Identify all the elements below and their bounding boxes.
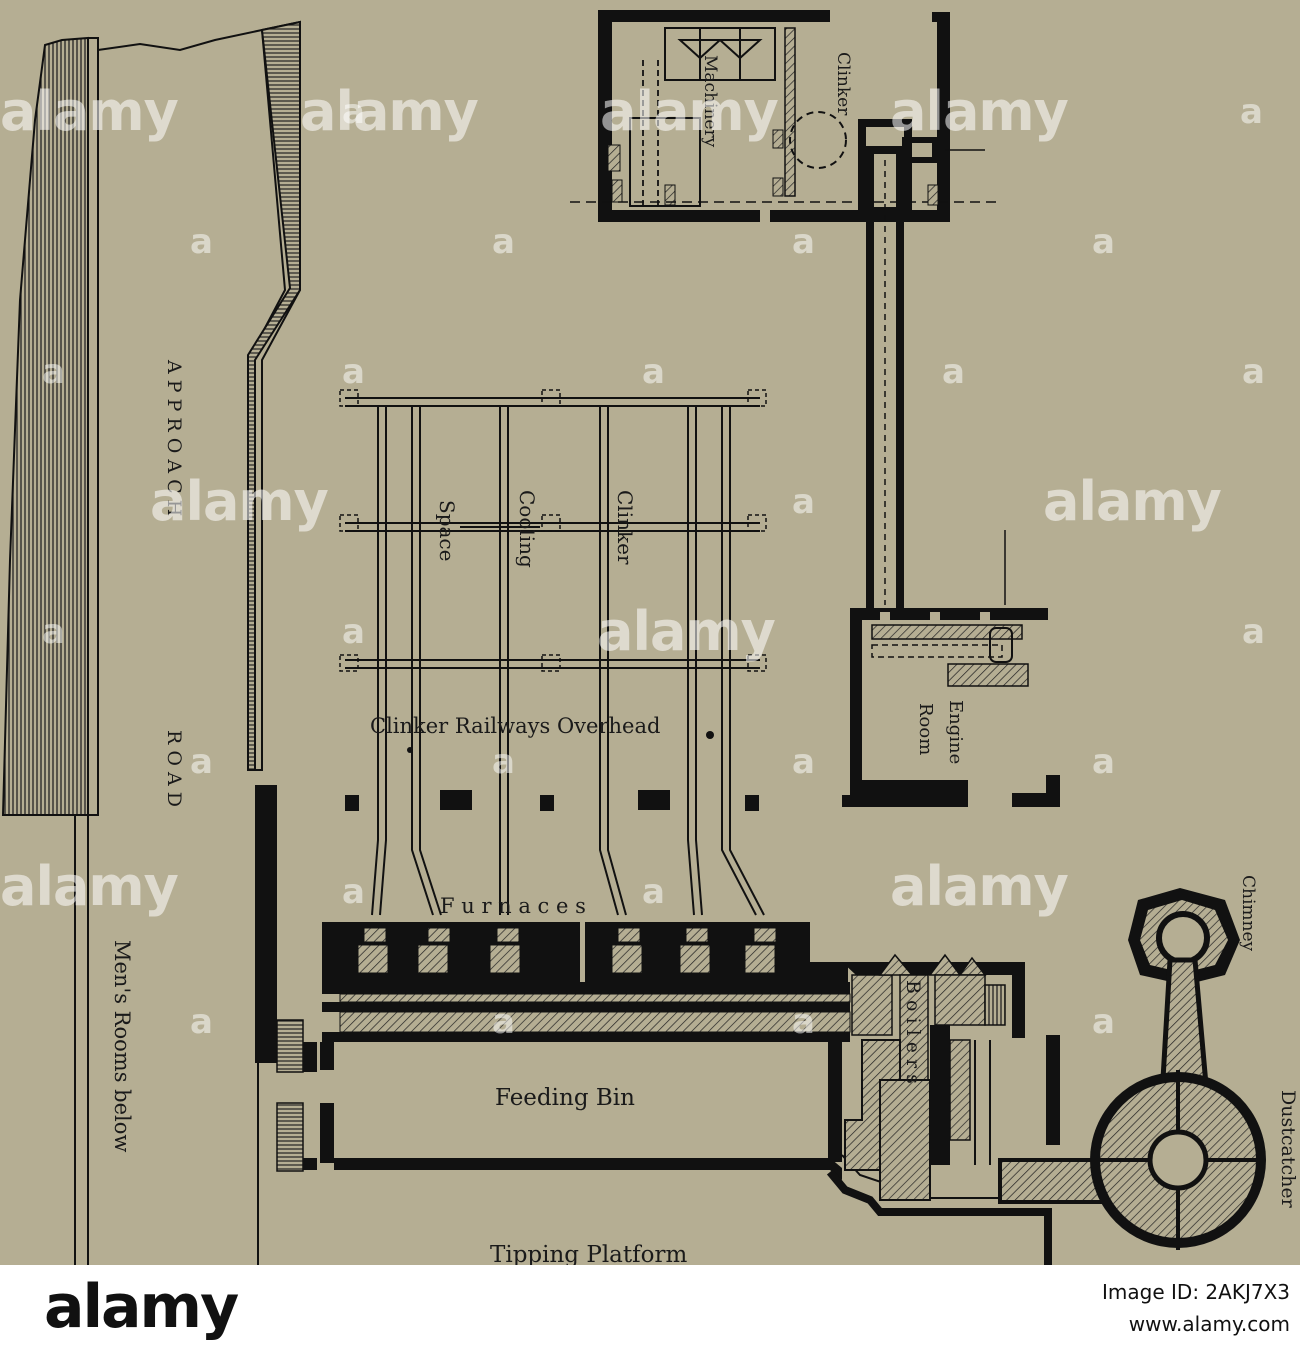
watermark: a <box>1242 352 1265 392</box>
label-clinker-cooling: Clinker <box>613 490 637 565</box>
watermark: a <box>1092 222 1115 262</box>
watermark: alamy <box>890 855 1069 918</box>
watermark: a <box>1240 92 1263 132</box>
hopper-wall <box>303 1042 317 1072</box>
label-engine: Engine <box>945 700 966 764</box>
label-tipping-platform: Tipping Platform <box>490 1242 687 1265</box>
label-room: Room <box>915 703 936 755</box>
label-machinery: Machinery <box>700 55 720 148</box>
watermark: a <box>642 352 665 392</box>
feeding-bin <box>320 1042 842 1180</box>
approach-road-left-bank <box>1 36 99 816</box>
label-cooling: Cooling <box>515 490 539 568</box>
watermark: alamy <box>1043 470 1222 533</box>
label-feeding-bin: Feeding Bin <box>495 1085 635 1111</box>
watermark: a <box>342 92 365 132</box>
clinker-cooling-grid <box>339 389 767 916</box>
label-approach: A P P R O A C H <box>163 359 185 516</box>
label-road: R O A D <box>163 730 185 807</box>
approach-road-right-bank <box>97 20 301 771</box>
watermark: a <box>492 742 515 782</box>
watermark: a <box>1242 612 1265 652</box>
label-clinker-top: Clinker <box>833 52 853 116</box>
hopper-wall <box>303 1158 317 1170</box>
watermark: a <box>942 352 965 392</box>
label-mens-rooms: Men's Rooms below <box>110 940 134 1152</box>
watermark: a <box>342 612 365 652</box>
watermark: a <box>1092 1002 1115 1042</box>
watermark: alamy <box>890 80 1069 143</box>
west-wall <box>255 785 277 1063</box>
footer-bar <box>0 1265 1300 1352</box>
watermark: a <box>342 872 365 912</box>
watermark: a <box>1092 742 1115 782</box>
watermark: a <box>42 612 65 652</box>
watermark: alamy <box>0 80 179 143</box>
watermark: a <box>190 222 213 262</box>
watermark: a <box>792 742 815 782</box>
hopper <box>276 1019 304 1073</box>
watermark: a <box>642 872 665 912</box>
watermark: a <box>190 742 213 782</box>
plan-svg: Machinery Clinker A P P R O A C H R O A … <box>1 10 1299 1265</box>
site-url-text: www.alamy.com <box>1128 1312 1290 1336</box>
watermark: alamy <box>150 470 329 533</box>
label-furnaces: F u r n a c e s <box>440 894 586 918</box>
watermark: alamy <box>600 80 779 143</box>
watermark: a <box>492 222 515 262</box>
furnaces <box>322 922 851 1042</box>
watermark: a <box>492 1002 515 1042</box>
west-wall-cap <box>255 785 277 799</box>
dustcatcher <box>1090 1070 1266 1250</box>
label-boilers: B o i l e r s <box>902 980 924 1084</box>
label-chimney: Chimney <box>1238 875 1258 952</box>
engine-room <box>842 530 1060 807</box>
watermark: a <box>792 222 815 262</box>
column-piers <box>345 731 759 811</box>
watermark: a <box>792 482 815 522</box>
watermark: alamy <box>597 600 776 663</box>
boilers <box>842 953 1060 1201</box>
hopper <box>276 1102 304 1172</box>
label-space: Space <box>435 500 459 561</box>
label-dustcatcher: Dustcatcher <box>1277 1090 1299 1209</box>
floor-plan-drawing: Machinery Clinker A P P R O A C H R O A … <box>0 0 1300 1265</box>
machinery-room <box>570 10 1000 222</box>
watermark: alamy <box>300 80 479 143</box>
watermark: a <box>342 352 365 392</box>
watermark: a <box>792 1002 815 1042</box>
image-id-text: Image ID: 2AKJ7X3 <box>1102 1280 1290 1304</box>
watermark: alamy <box>0 855 179 918</box>
alamy-logo: alamy <box>44 1272 239 1342</box>
watermark: a <box>190 1002 213 1042</box>
label-clinker-railways: Clinker Railways Overhead <box>370 714 660 738</box>
watermark: a <box>42 352 65 392</box>
